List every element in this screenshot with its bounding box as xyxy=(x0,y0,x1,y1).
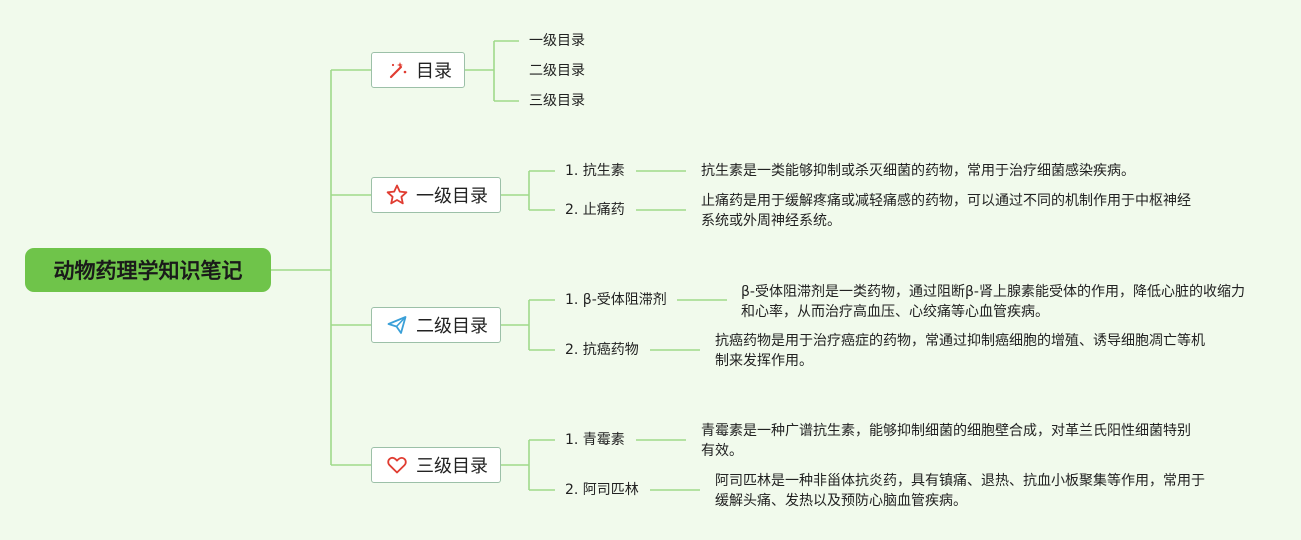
desc-line: 和心率，从而治疗高血压、心绞痛等心血管疾病。 xyxy=(741,304,1049,320)
level1-item-2[interactable]: 2. 止痛药 xyxy=(565,202,625,218)
desc-line: 止痛药是用于缓解疼痛或减轻痛感的药物，可以通过不同的机制作用于中枢神经 xyxy=(701,193,1191,209)
branch-level3[interactable]: 三级目录 xyxy=(371,447,501,483)
desc-line: 抗生素是一类能够抑制或杀灭细菌的药物，常用于治疗细菌感染疾病。 xyxy=(701,163,1135,179)
toc-item-1[interactable]: 一级目录 xyxy=(529,33,585,49)
branch-toc-label: 目录 xyxy=(416,61,452,82)
heart-icon xyxy=(384,452,410,478)
branch-level1[interactable]: 一级目录 xyxy=(371,177,501,213)
branch-level2[interactable]: 二级目录 xyxy=(371,307,501,343)
magic-wand-icon xyxy=(384,57,410,83)
level2-item-1[interactable]: 1. β-受体阻滞剂 xyxy=(565,292,667,308)
desc-line: 有效。 xyxy=(701,443,743,459)
desc-line: 阿司匹林是一种非甾体抗炎药，具有镇痛、退热、抗血小板聚集等作用，常用于 xyxy=(715,473,1205,489)
level1-item-1-desc: 抗生素是一类能够抑制或杀灭细菌的药物，常用于治疗细菌感染疾病。 xyxy=(701,161,1135,181)
level3-item-2[interactable]: 2. 阿司匹林 xyxy=(565,482,639,498)
toc-item-3[interactable]: 三级目录 xyxy=(529,93,585,109)
branch-level2-label: 二级目录 xyxy=(416,316,488,337)
paper-plane-icon xyxy=(384,312,410,338)
desc-line: β-受体阻滞剂是一类药物，通过阻断β-肾上腺素能受体的作用，降低心脏的收缩力 xyxy=(741,284,1245,300)
level2-item-2-desc: 抗癌药物是用于治疗癌症的药物，常通过抑制癌细胞的增殖、诱导细胞凋亡等机 制来发挥… xyxy=(715,331,1205,371)
branch-level3-label: 三级目录 xyxy=(416,456,488,477)
level3-item-1[interactable]: 1. 青霉素 xyxy=(565,432,625,448)
level3-item-1-desc: 青霉素是一种广谱抗生素，能够抑制细菌的细胞壁合成，对革兰氏阳性细菌特别 有效。 xyxy=(701,421,1191,461)
branch-level1-label: 一级目录 xyxy=(416,186,488,207)
desc-line: 抗癌药物是用于治疗癌症的药物，常通过抑制癌细胞的增殖、诱导细胞凋亡等机 xyxy=(715,333,1205,349)
desc-line: 缓解头痛、发热以及预防心脑血管疾病。 xyxy=(715,493,967,509)
star-icon xyxy=(384,182,410,208)
root-topic[interactable]: 动物药理学知识笔记 xyxy=(25,248,271,292)
desc-line: 青霉素是一种广谱抗生素，能够抑制细菌的细胞壁合成，对革兰氏阳性细菌特别 xyxy=(701,423,1191,439)
level1-item-2-desc: 止痛药是用于缓解疼痛或减轻痛感的药物，可以通过不同的机制作用于中枢神经 系统或外… xyxy=(701,191,1191,231)
level2-item-2[interactable]: 2. 抗癌药物 xyxy=(565,342,639,358)
level1-item-1[interactable]: 1. 抗生素 xyxy=(565,163,625,179)
branch-toc[interactable]: 目录 xyxy=(371,52,465,88)
desc-line: 系统或外周神经系统。 xyxy=(701,213,841,229)
level2-item-1-desc: β-受体阻滞剂是一类药物，通过阻断β-肾上腺素能受体的作用，降低心脏的收缩力 和… xyxy=(741,282,1245,322)
toc-item-2[interactable]: 二级目录 xyxy=(529,63,585,79)
desc-line: 制来发挥作用。 xyxy=(715,353,813,369)
level3-item-2-desc: 阿司匹林是一种非甾体抗炎药，具有镇痛、退热、抗血小板聚集等作用，常用于 缓解头痛… xyxy=(715,471,1205,511)
root-topic-label: 动物药理学知识笔记 xyxy=(53,259,243,283)
